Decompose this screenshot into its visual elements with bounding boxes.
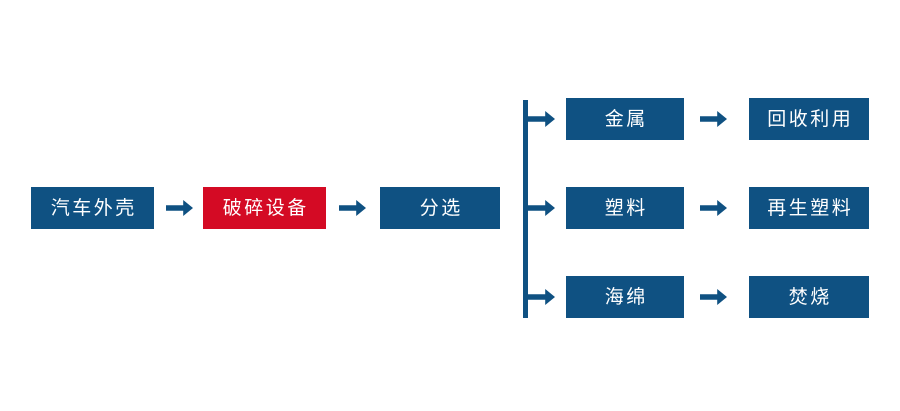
arrow-right-icon	[528, 111, 555, 127]
node-sorting[interactable]: 分选	[380, 187, 500, 229]
arrow-right-icon	[166, 200, 193, 216]
arrow-right-icon	[339, 200, 366, 216]
node-recycled-plastic[interactable]: 再生塑料	[749, 187, 869, 229]
node-car-shell[interactable]: 汽车外壳	[31, 187, 154, 229]
node-plastic[interactable]: 塑料	[566, 187, 684, 229]
node-incineration[interactable]: 焚烧	[749, 276, 869, 318]
branch-split-icon	[523, 100, 528, 318]
node-recycle-reuse[interactable]: 回收利用	[749, 98, 869, 140]
arrow-right-icon	[700, 200, 727, 216]
node-sponge[interactable]: 海绵	[566, 276, 684, 318]
arrow-right-icon	[528, 289, 555, 305]
arrow-right-icon	[700, 111, 727, 127]
arrow-right-icon	[700, 289, 727, 305]
node-metal[interactable]: 金属	[566, 98, 684, 140]
arrow-right-icon	[528, 200, 555, 216]
node-shredding-equipment[interactable]: 破碎设备	[203, 187, 326, 229]
